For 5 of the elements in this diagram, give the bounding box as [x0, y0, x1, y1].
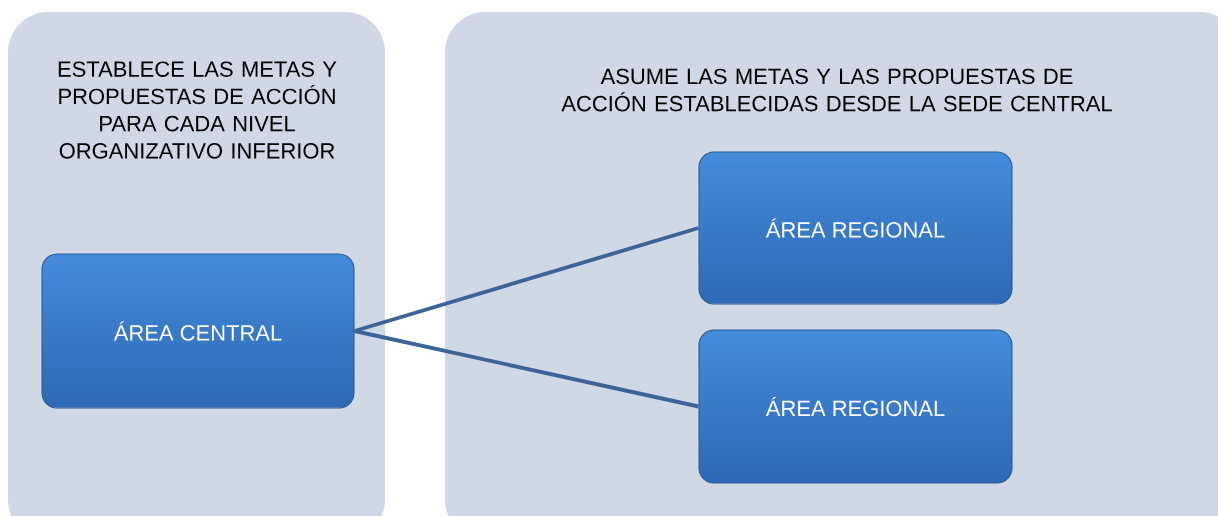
area-box: ÁREA CENTRAL [41, 253, 355, 409]
area-box: ÁREA REGIONAL [698, 151, 1013, 305]
connector-line [354, 226, 700, 333]
area-box: ÁREA REGIONAL [698, 329, 1013, 484]
connector-line [354, 329, 699, 409]
